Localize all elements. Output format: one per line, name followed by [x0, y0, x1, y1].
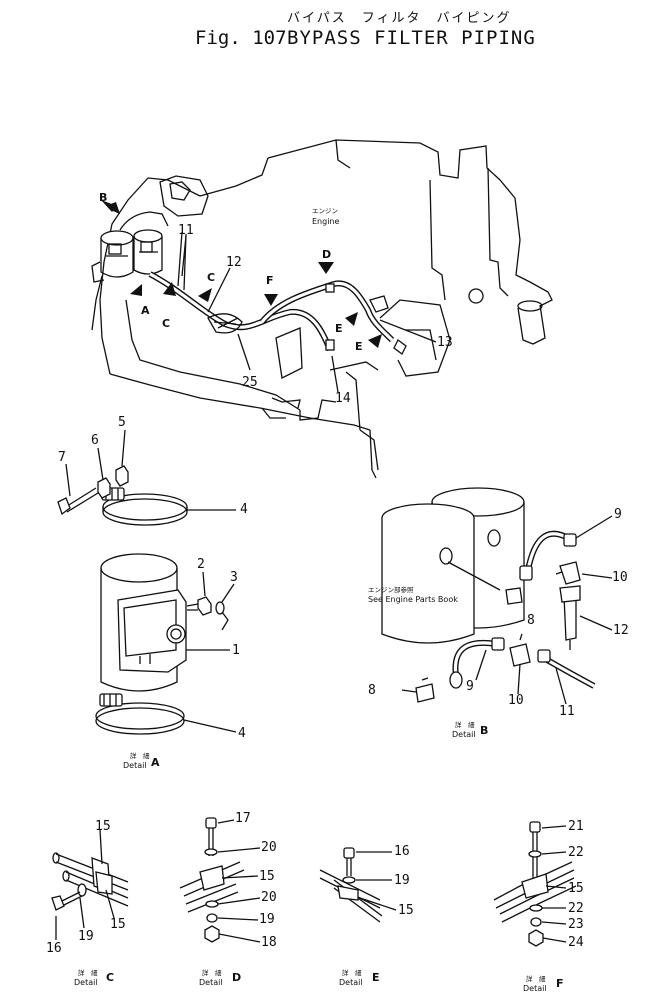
detail-e-en: Detail — [339, 978, 363, 987]
page-title: BYPASS FILTER PIPING — [287, 27, 536, 49]
view-letter-c-upper: C — [207, 271, 216, 284]
callout-b-8-lower: 8 — [368, 683, 376, 698]
detail-a-illustration — [57, 429, 237, 735]
detail-d-jp: 詳 細 — [202, 969, 222, 977]
callout-b-11: 11 — [559, 704, 575, 719]
callout-d-19: 19 — [259, 912, 275, 927]
engine-label-jp: エンジン — [312, 207, 338, 215]
callout-14: 14 — [335, 391, 351, 406]
callout-b-8-upper: 8 — [527, 613, 535, 628]
view-letter-f: F — [266, 274, 274, 287]
callout-a-1: 1 — [232, 643, 240, 658]
callout-c-19: 19 — [78, 929, 94, 944]
engine-label-en: Engine — [312, 217, 340, 226]
callout-f-21: 21 — [568, 819, 584, 834]
callout-b-12: 12 — [613, 623, 629, 638]
detail-c-letter: C — [106, 971, 115, 984]
detail-d-letter: D — [232, 971, 242, 984]
callout-e-16: 16 — [394, 844, 410, 859]
callout-b-10-lower: 10 — [508, 693, 524, 708]
engine-block-illustration — [91, 139, 553, 479]
callout-11: 11 — [178, 223, 194, 238]
bypass-filter-pair-illustration — [91, 211, 169, 283]
callout-a-4-lower: 4 — [238, 726, 246, 741]
detail-e-letter: E — [372, 971, 380, 984]
callout-25: 25 — [242, 375, 258, 390]
callout-e-19: 19 — [394, 873, 410, 888]
detail-b-letter: B — [480, 724, 489, 737]
detail-d-en: Detail — [199, 978, 223, 987]
detail-a-letter: A — [151, 756, 160, 769]
callout-b-9-upper: 9 — [614, 507, 622, 522]
callout-d-17: 17 — [235, 811, 251, 826]
detail-a-jp: 詳 細 — [130, 752, 150, 760]
callout-a-7: 7 — [58, 450, 66, 465]
callout-f-15: 15 — [568, 881, 584, 896]
detail-d-illustration — [179, 817, 261, 943]
view-letter-a: A — [141, 304, 150, 317]
detail-c-illustration — [51, 829, 129, 940]
callout-c-16: 16 — [46, 941, 62, 956]
see-engine-en: See Engine Parts Book — [368, 595, 458, 604]
callout-d-20-lower: 20 — [261, 890, 277, 905]
figure-number: Fig. 107 — [195, 27, 287, 49]
detail-b-jp: 詳 細 — [455, 721, 475, 729]
view-letter-e-right: E — [355, 340, 363, 353]
callout-f-22-upper: 22 — [568, 845, 584, 860]
callout-a-2: 2 — [197, 557, 205, 572]
callout-d-15: 15 — [259, 869, 275, 884]
callout-a-3: 3 — [230, 570, 238, 585]
detail-e-jp: 詳 細 — [342, 969, 362, 977]
detail-f-jp: 詳 細 — [526, 975, 546, 983]
callout-e-15: 15 — [398, 903, 414, 918]
view-letter-b: B — [99, 191, 108, 204]
callout-a-6: 6 — [91, 433, 99, 448]
view-letter-d: D — [322, 248, 332, 261]
callout-13: 13 — [437, 335, 453, 350]
detail-c-en: Detail — [74, 978, 98, 987]
detail-f-en: Detail — [523, 984, 547, 993]
detail-b-illustration — [381, 487, 613, 705]
main-leaders — [181, 235, 437, 393]
callout-d-20-upper: 20 — [261, 840, 277, 855]
callout-f-24: 24 — [568, 935, 584, 950]
callout-c-15-upper: 15 — [95, 819, 111, 834]
detail-f-letter: F — [556, 977, 564, 990]
view-letter-c-lower: C — [162, 317, 171, 330]
bypass-hoses-illustration — [148, 231, 407, 355]
see-engine-jp: エンジン部参照 — [368, 586, 414, 594]
detail-e-illustration — [319, 847, 397, 923]
callout-f-22-lower: 22 — [568, 901, 584, 916]
callout-b-9-lower: 9 — [466, 679, 474, 694]
callout-d-18: 18 — [261, 935, 277, 950]
view-letter-e-left: E — [335, 322, 343, 335]
detail-f-illustration — [493, 821, 577, 947]
detail-a-en: Detail — [123, 761, 147, 770]
callout-12: 12 — [226, 255, 242, 270]
view-arrows — [98, 198, 382, 348]
detail-c-jp: 詳 細 — [78, 969, 98, 977]
callout-f-23: 23 — [568, 917, 584, 932]
title-japanese: バイパス フィルタ バイピング — [287, 11, 512, 26]
callout-a-5: 5 — [118, 415, 126, 430]
callout-b-10-upper: 10 — [612, 570, 628, 585]
callout-a-4-upper: 4 — [240, 502, 248, 517]
callout-c-15-lower: 15 — [110, 917, 126, 932]
detail-b-en: Detail — [452, 730, 476, 739]
